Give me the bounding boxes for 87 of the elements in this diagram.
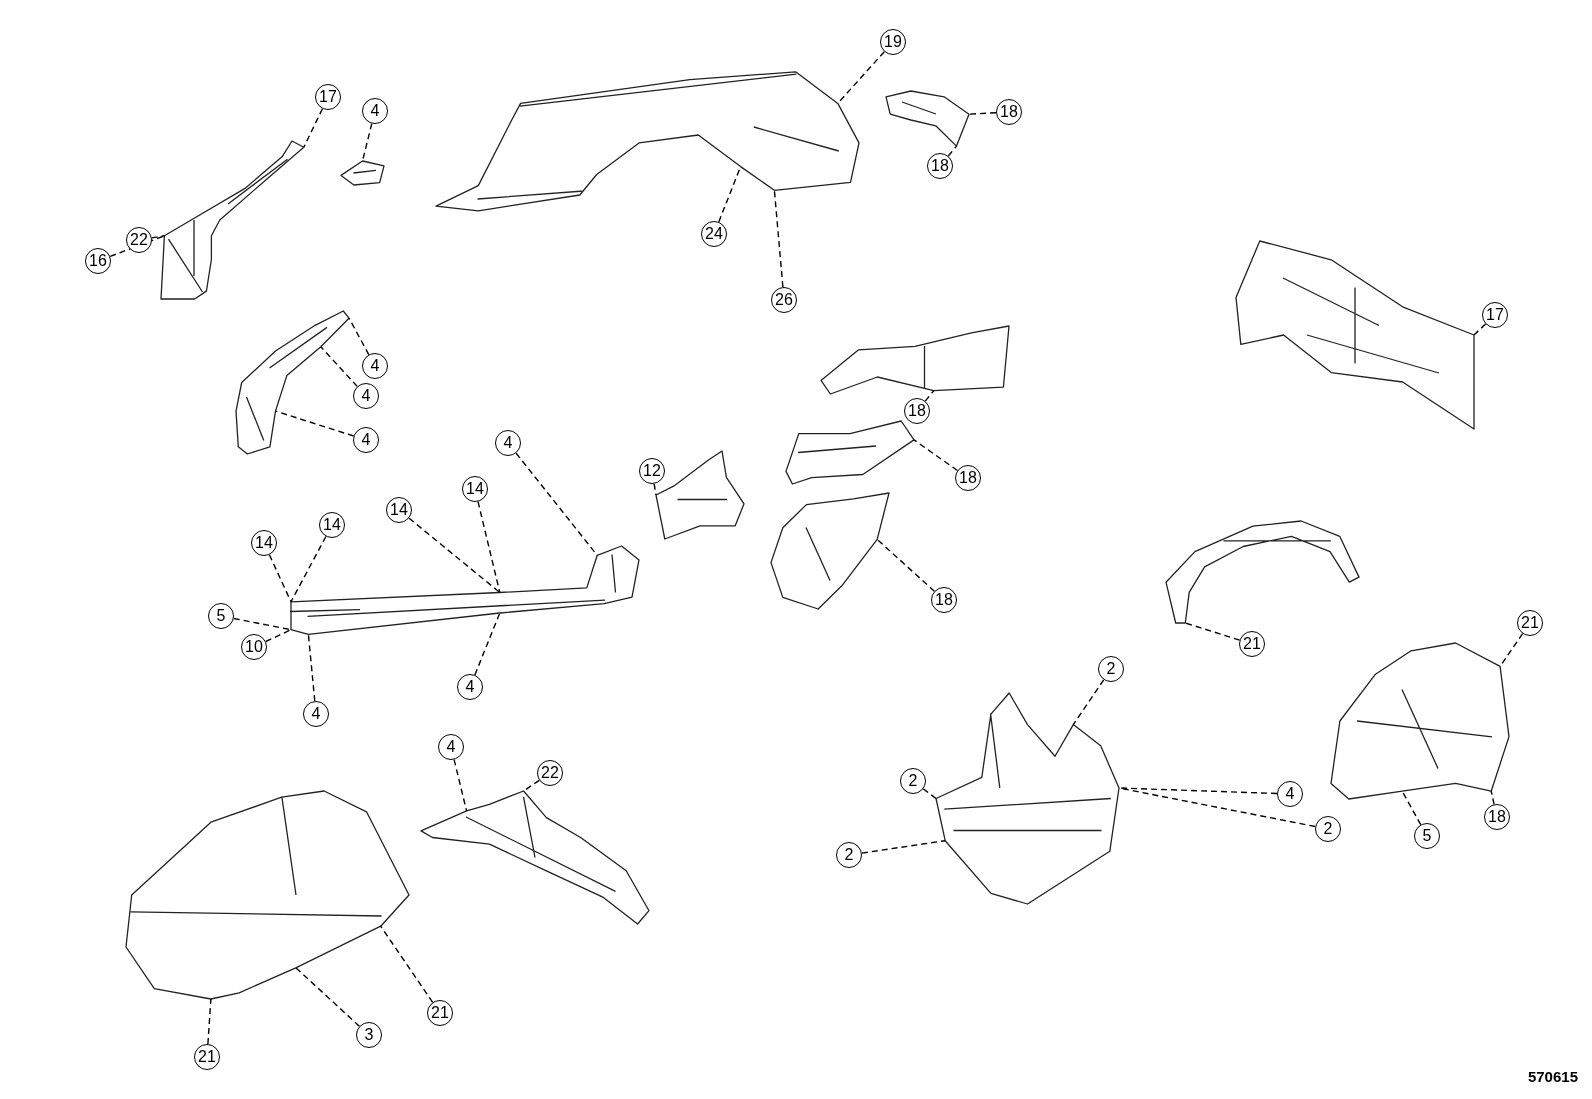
- leader-line: [773, 189, 784, 288]
- callout-number: 17: [315, 84, 341, 110]
- leader-line: [233, 617, 292, 631]
- callout-number: 4: [438, 734, 464, 760]
- callout-number: 2: [1315, 816, 1341, 842]
- callout-number: 21: [194, 1044, 220, 1070]
- callout-number: 2: [1098, 656, 1124, 682]
- callout-number: 3: [356, 1022, 382, 1048]
- leader-line: [876, 538, 936, 592]
- reinforcement-drawing: [820, 325, 1010, 395]
- leader-line: [1184, 622, 1241, 641]
- callout-number: 2: [836, 842, 862, 868]
- callout-number: 22: [126, 227, 152, 253]
- callout-number: 18: [927, 153, 953, 179]
- leader-line: [474, 612, 501, 676]
- callout-number: 4: [362, 98, 388, 124]
- callout-number: 17: [1482, 302, 1508, 328]
- leader-line: [968, 112, 997, 115]
- callout-number: 21: [1239, 631, 1265, 657]
- leader-line: [380, 925, 434, 1003]
- reinforcement-drawing: [785, 420, 915, 485]
- leader-line: [1118, 787, 1278, 795]
- callout-number: 4: [362, 353, 388, 379]
- leader-line: [861, 840, 946, 854]
- callout-number: 10: [241, 634, 267, 660]
- callout-number: 5: [1414, 823, 1440, 849]
- leader-line: [151, 235, 166, 239]
- leader-line: [274, 410, 355, 437]
- leader-line: [207, 998, 212, 1045]
- leader-line: [653, 483, 657, 496]
- callout-number: 24: [701, 221, 727, 247]
- cowl-panel-drawing: [420, 790, 650, 925]
- callout-number: 21: [1517, 610, 1543, 636]
- leader-line: [453, 758, 468, 812]
- callout-number: 18: [955, 465, 981, 491]
- leader-line: [1473, 323, 1487, 336]
- leader-line: [268, 554, 292, 603]
- callout-number: 14: [251, 530, 277, 556]
- leader-line: [303, 108, 324, 148]
- leader-line: [477, 500, 501, 594]
- leader-line: [1490, 790, 1495, 805]
- callout-number: 14: [386, 497, 412, 523]
- inner-panel-drawing: [770, 492, 890, 610]
- leader-line: [361, 122, 373, 162]
- callout-number: 14: [319, 512, 345, 538]
- callout-number: 4: [353, 427, 379, 453]
- leader-line: [320, 346, 358, 388]
- callout-number: 19: [880, 29, 906, 55]
- leader-line: [924, 389, 935, 402]
- callout-number: 18: [996, 99, 1022, 125]
- callout-number: 18: [1484, 804, 1510, 830]
- leader-line: [265, 629, 292, 643]
- leader-line: [290, 535, 327, 603]
- callout-number: 26: [771, 287, 797, 313]
- floor-crossmember-drawing: [935, 692, 1120, 905]
- callout-number: 22: [537, 760, 563, 786]
- callout-number: 18: [931, 587, 957, 613]
- callout-number: 4: [353, 383, 379, 409]
- callout-number: 12: [639, 458, 665, 484]
- leader-line: [1072, 679, 1105, 726]
- leader-line: [109, 235, 166, 258]
- callout-number: 4: [495, 430, 521, 456]
- bracket-drawing: [340, 160, 385, 186]
- leader-line: [922, 788, 937, 800]
- callout-number: 4: [303, 701, 329, 727]
- callout-number: 2: [900, 768, 926, 794]
- callout-number: 21: [427, 1000, 453, 1026]
- leader-line: [1401, 790, 1422, 826]
- leader-line: [515, 452, 598, 556]
- leader-line: [408, 517, 501, 594]
- diagram-number: 570615: [1527, 1068, 1578, 1085]
- leader-line: [913, 439, 959, 472]
- callout-number: 5: [208, 603, 234, 629]
- wheelhouse-inner-drawing: [1165, 520, 1360, 624]
- rear-body-panel-drawing: [1235, 240, 1475, 430]
- callout-number: 4: [457, 674, 483, 700]
- callout-number: 18: [904, 398, 930, 424]
- hood-drawing: [125, 790, 410, 1000]
- leader-line: [348, 317, 370, 356]
- callout-number: 14: [462, 476, 488, 502]
- callout-number: 4: [1277, 781, 1303, 807]
- leader-line: [295, 967, 361, 1027]
- wheelhouse-outer-drawing: [1330, 642, 1510, 800]
- leader-line: [307, 633, 316, 702]
- callout-number: 16: [85, 248, 111, 274]
- front-pillar-inner-drawing: [235, 310, 350, 455]
- leader-line: [947, 145, 958, 157]
